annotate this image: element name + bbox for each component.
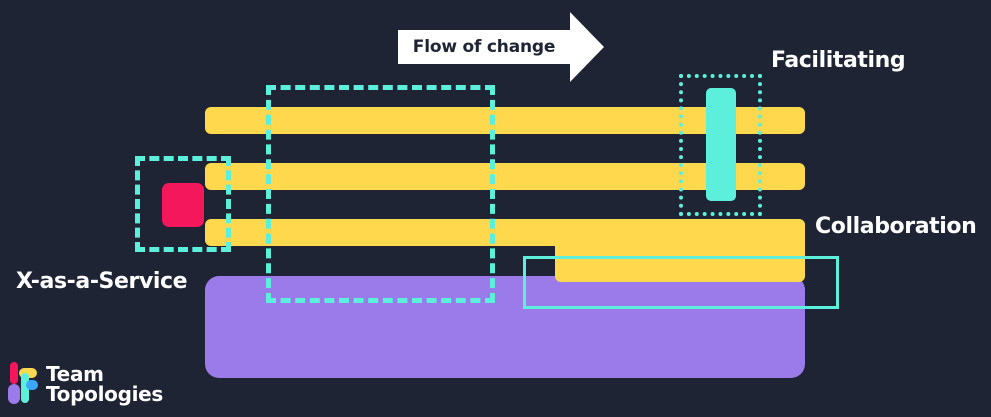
platform-team	[205, 276, 805, 378]
logo-text-topologies: Topologies	[46, 382, 164, 406]
stream-aligned-team-4	[555, 219, 805, 282]
xaas-label: X-as-a-Service	[16, 269, 188, 294]
stream-aligned-team-2	[205, 163, 805, 190]
complicated-subsystem-team	[162, 183, 204, 227]
stream-aligned-team-1	[205, 107, 805, 134]
collaboration-label: Collaboration	[815, 214, 977, 239]
enabling-team	[706, 88, 736, 201]
platform-xaas-boundary	[266, 85, 495, 303]
facilitating-label: Facilitating	[771, 48, 906, 73]
team-topologies-logo-icon	[8, 362, 40, 404]
facilitating-boundary	[679, 74, 762, 216]
logo-text-team: Team	[46, 362, 104, 386]
xaas-boundary	[135, 156, 231, 252]
flow-of-change-label: Flow of change	[412, 37, 556, 57]
flow-of-change-arrow	[398, 12, 604, 82]
arrow-right-icon	[398, 12, 604, 82]
collaboration-boundary	[523, 256, 839, 309]
